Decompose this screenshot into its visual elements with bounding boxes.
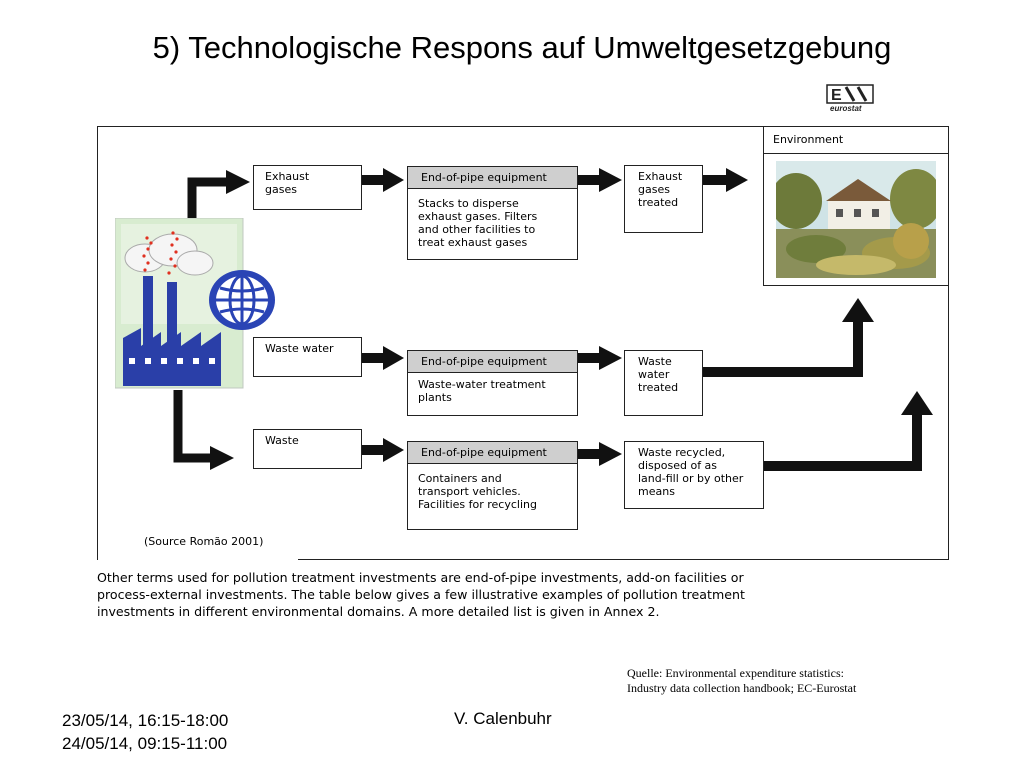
eurostat-logo: E eurostat xyxy=(826,84,876,113)
arrow-exhaust-to-equipment xyxy=(362,168,404,192)
footer-author: V. Calenbuhr xyxy=(454,709,552,728)
equipment-water-text: Waste-water treatment plants xyxy=(418,378,546,404)
arrow-to-exhaust xyxy=(226,170,250,194)
equipment-exhaust-text: Stacks to disperse exhaust gases. Filter… xyxy=(418,197,538,249)
water-treated-label: Waste water treated xyxy=(638,355,679,394)
equipment-box-water: End-of-pipe equipment Waste-water treatm… xyxy=(407,350,578,416)
arrow-water-to-equipment xyxy=(362,346,404,370)
source-label: (Source Romão 2001) xyxy=(144,535,264,548)
arrow-equipment-to-waste-recycled xyxy=(578,442,622,466)
citation: Quelle: Environmental expenditure statis… xyxy=(627,666,857,695)
equipment-box-waste: End-of-pipe equipment Containers and tra… xyxy=(407,441,578,530)
arrow-equipment-to-exhaust-treated xyxy=(578,168,622,192)
arrow-exhaust-to-environment xyxy=(703,168,748,192)
waste-box: Waste xyxy=(253,429,362,469)
arrow-water-to-environment xyxy=(703,298,874,377)
equipment-header: End-of-pipe equipment xyxy=(408,442,577,464)
arrow-waste-to-environment xyxy=(764,391,933,471)
equipment-header: End-of-pipe equipment xyxy=(408,351,577,373)
svg-text:E: E xyxy=(831,87,842,104)
waste-recycled-box: Waste recycled, disposed of as land-fill… xyxy=(624,441,764,509)
waste-label: Waste xyxy=(265,434,299,447)
source-cutout xyxy=(98,527,298,561)
water-treated-box: Waste water treated xyxy=(624,350,703,416)
waste-recycled-label: Waste recycled, disposed of as land-fill… xyxy=(638,446,744,498)
globe-icon xyxy=(207,268,277,332)
equipment-box-exhaust: End-of-pipe equipment Stacks to disperse… xyxy=(407,166,578,260)
exhaust-gases-box: Exhaust gases xyxy=(253,165,362,210)
slide-title: 5) Technologische Respons auf Umweltgese… xyxy=(152,30,892,65)
exhaust-treated-label: Exhaust gases treated xyxy=(638,170,683,209)
exhaust-gases-label: Exhaust gases xyxy=(265,170,310,196)
arrow-to-waste xyxy=(210,446,234,470)
equipment-waste-text: Containers and transport vehicles. Facil… xyxy=(418,472,537,511)
waste-water-label: Waste water xyxy=(265,342,334,355)
environment-label: Environment xyxy=(773,133,844,146)
svg-text:eurostat: eurostat xyxy=(830,104,862,112)
environment-box: Environment xyxy=(763,126,949,286)
description-text: Other terms used for pollution treatment… xyxy=(97,570,745,619)
factory-icon xyxy=(114,217,250,390)
arrow-equipment-to-water-treated xyxy=(578,346,622,370)
waste-water-box: Waste water xyxy=(253,337,362,377)
footer-dates: 23/05/14, 16:15-18:00 24/05/14, 09:15-11… xyxy=(62,711,229,753)
exhaust-treated-box: Exhaust gases treated xyxy=(624,165,703,233)
arrow-waste-to-equipment xyxy=(362,438,404,462)
equipment-header: End-of-pipe equipment xyxy=(408,167,577,189)
house-landscape-image xyxy=(770,161,942,278)
